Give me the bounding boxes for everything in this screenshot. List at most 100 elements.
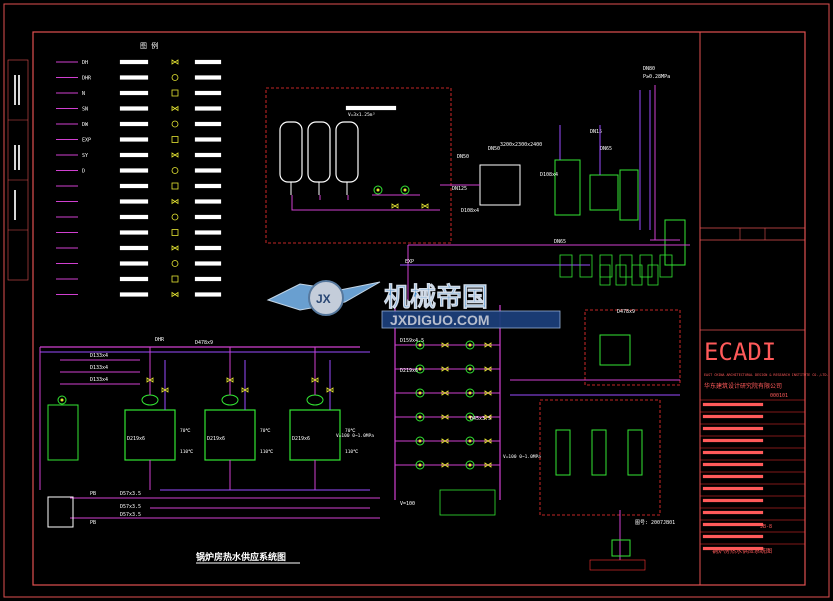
legend-code: SN — [82, 107, 88, 113]
binding-strip — [7, 32, 34, 585]
valve-icon — [441, 342, 449, 348]
boiler-burner-icon — [306, 394, 324, 406]
title-block-text-bar — [702, 450, 764, 455]
pressure-top-label: V=100 0~1.0MPa — [503, 454, 541, 460]
dn65-label: DN65 — [600, 146, 612, 152]
legend-butterfly-valve-icon — [171, 182, 179, 190]
pump-skid — [559, 254, 573, 278]
pump-skid-small — [631, 264, 643, 286]
storage-tank — [307, 121, 331, 183]
legend-desc-bar — [194, 106, 222, 111]
pump-skid — [639, 254, 653, 278]
circulation-pump-icon — [465, 340, 475, 350]
legend-desc-bar — [194, 230, 222, 235]
pump-skid-small — [647, 264, 659, 286]
boiler-tag-label: D219x6 — [127, 436, 145, 442]
title-block-text-bar — [702, 426, 764, 431]
circulation-pump-icon — [400, 185, 410, 195]
diagram-title: 锅炉房热水供应系统图 — [195, 551, 286, 563]
legend-pressure-reducing-valve-icon — [171, 229, 179, 236]
legend-desc-bar — [194, 90, 222, 96]
boiler-tag-label: D219x6 — [292, 436, 310, 442]
cert-number: 000101 — [770, 393, 788, 399]
d45-label: D45x3.5 — [470, 416, 491, 422]
softener-unit — [479, 164, 521, 206]
pipe-label: D108x4 — [540, 172, 558, 178]
legend-desc-bar — [194, 292, 222, 297]
heat-exchanger — [589, 174, 619, 211]
d219-label: D219x6 — [400, 368, 418, 374]
valve-icon — [484, 462, 492, 468]
storage-tank — [279, 121, 303, 183]
plate-heat-exchanger — [555, 429, 571, 476]
valve-icon — [441, 462, 449, 468]
legend-code: DH — [82, 60, 88, 66]
title-block-text-bar — [702, 438, 764, 443]
legend-desc-bar — [119, 106, 149, 111]
legend-desc-bar — [194, 152, 222, 158]
legend-desc-bar — [194, 276, 222, 282]
supply-d133-label: D133x4 — [90, 377, 108, 383]
boiler-burner-icon — [221, 394, 239, 406]
valve-icon — [484, 390, 492, 396]
temp-label: 110℃ — [345, 449, 359, 455]
pump-core-icon — [403, 188, 407, 192]
legend-pressure-gauge-icon — [171, 120, 179, 128]
legend-desc-bar — [119, 214, 149, 220]
title-block-text-bar — [702, 522, 764, 527]
legend-title: 图 例 — [140, 41, 158, 50]
legend-desc-bar — [119, 261, 149, 266]
boiler-unit — [289, 409, 341, 461]
firm-name-en: EAST CHINA ARCHITECTURAL DESIGN & RESEAR… — [704, 373, 829, 377]
pump-skid — [659, 254, 673, 278]
pump-core-icon — [376, 188, 380, 192]
legend-desc-bar — [119, 90, 149, 96]
pump-skid-small — [599, 264, 611, 286]
dn50-label: DN50 — [457, 154, 469, 160]
pb-label: PB — [90, 520, 96, 526]
legend-desc-bar — [119, 230, 149, 235]
legend-desc-bar — [194, 261, 222, 266]
temp-label: 70℃ — [345, 428, 356, 434]
make-up-tank-room — [584, 309, 681, 386]
top-right-dn-label: DN80 — [643, 66, 655, 72]
legend-gate-valve-icon — [171, 59, 179, 65]
valve-icon — [441, 366, 449, 372]
legend-desc-bar — [194, 121, 222, 127]
legend-code: N — [82, 91, 85, 97]
legend-desc-bar — [119, 292, 149, 297]
legend-motorized-valve-icon — [171, 260, 179, 267]
legend-desc-bar — [119, 199, 149, 204]
title-block-text-bar — [702, 414, 764, 419]
valve-icon — [241, 387, 249, 393]
water-treatment-tank — [619, 169, 639, 221]
d57-label: D57x3.5 — [120, 491, 141, 497]
legend-desc-bar — [119, 59, 149, 65]
title-block-text-bar — [702, 534, 764, 539]
dhr-label: DHR — [155, 337, 165, 343]
legend-thermometer-icon — [171, 136, 179, 143]
tank-room-boundary — [265, 87, 452, 244]
legend-drain-valve-icon — [171, 291, 179, 298]
watermark-gear-icon — [308, 280, 344, 316]
circulation-pump-icon — [415, 340, 425, 350]
legend-desc-bar — [194, 199, 222, 204]
pump-core-icon — [418, 367, 422, 371]
legend-pump-icon — [171, 167, 179, 174]
boiler-tag-label: D219x6 — [207, 436, 225, 442]
exchanger-room — [539, 399, 661, 516]
softener-dim-label: 3200x2300x2400 — [500, 142, 542, 148]
circulation-pump-icon — [465, 460, 475, 470]
legend-flow-meter-icon — [171, 245, 179, 251]
watermark-badge: JX — [316, 292, 331, 306]
dn15-label: DN15 — [590, 129, 602, 135]
valve-icon — [484, 366, 492, 372]
circulation-pump-icon — [415, 364, 425, 374]
tank-outlet-pipe — [291, 195, 370, 211]
legend-strainer-icon — [171, 105, 179, 112]
legend-desc-bar — [119, 245, 149, 251]
circulation-pump-icon — [415, 412, 425, 422]
circulation-pump-icon — [373, 185, 383, 195]
circulation-pump-icon — [465, 388, 475, 398]
